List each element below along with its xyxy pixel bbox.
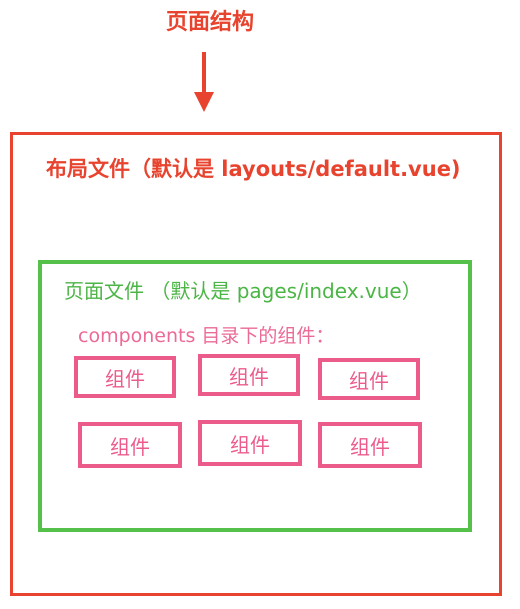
component-box-6: 组件 — [318, 422, 422, 468]
component-box-4: 组件 — [78, 422, 182, 468]
component-box-3: 组件 — [318, 358, 420, 400]
arrow-down-icon — [194, 52, 214, 112]
page-file-label: 页面文件 （默认是 pages/index.vue） — [64, 279, 422, 303]
diagram-title: 页面结构 — [165, 10, 254, 35]
layout-file-label: 布局文件（默认是 layouts/default.vue) — [46, 157, 461, 181]
components-label: components 目录下的组件： — [78, 325, 335, 347]
layout-file-box — [10, 132, 502, 596]
component-box-2: 组件 — [198, 354, 300, 396]
page-file-box — [38, 260, 472, 532]
component-box-1: 组件 — [74, 356, 176, 398]
component-box-5: 组件 — [198, 420, 302, 466]
